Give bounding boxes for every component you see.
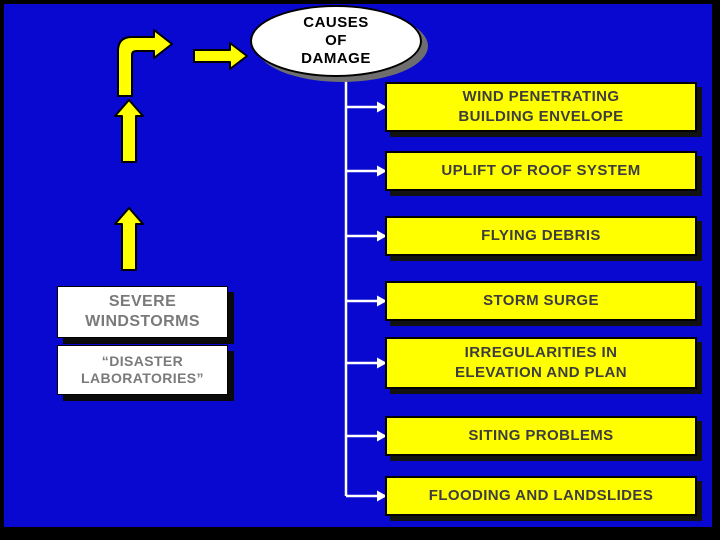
severe-windstorms-box: SEVERE WINDSTORMS	[57, 286, 228, 338]
cause-label: SITING PROBLEMS	[468, 426, 614, 444]
cause-label: IRREGULARITIES IN ELEVATION AND PLAN	[455, 343, 627, 381]
cause-box-flying-debris: FLYING DEBRIS	[385, 216, 697, 256]
cause-box-flooding-landslides: FLOODING AND LANDSLIDES	[385, 476, 697, 516]
cause-box-storm-surge: STORM SURGE	[385, 281, 697, 321]
cause-label: FLOODING AND LANDSLIDES	[428, 486, 654, 504]
causes-of-damage-ellipse: CAUSES OF DAMAGE	[250, 5, 422, 77]
up-arrow-icon-1	[114, 99, 144, 163]
severe-windstorms-label: SEVERE WINDSTORMS	[85, 293, 200, 330]
up-arrow-icon-2	[114, 207, 144, 271]
disaster-laboratories-box: “DISASTER LABORATORIES”	[57, 345, 228, 395]
cause-label: STORM SURGE	[483, 291, 599, 309]
cause-box-uplift-roof: UPLIFT OF ROOF SYSTEM	[385, 151, 697, 191]
cause-label: FLYING DEBRIS	[481, 226, 601, 244]
right-arrow-icon	[193, 42, 248, 70]
cause-label: WIND PENETRATING BUILDING ENVELOPE	[458, 87, 624, 125]
disaster-laboratories-label: “DISASTER LABORATORIES”	[81, 352, 204, 387]
cause-box-irregularities: IRREGULARITIES IN ELEVATION AND PLAN	[385, 337, 697, 389]
elbow-arrow-icon	[117, 29, 173, 97]
cause-label: UPLIFT OF ROOF SYSTEM	[441, 161, 641, 179]
cause-box-wind-penetrating: WIND PENETRATING BUILDING ENVELOPE	[385, 82, 697, 132]
cause-box-siting-problems: SITING PROBLEMS	[385, 416, 697, 456]
causes-of-damage-label: CAUSES OF DAMAGE	[301, 14, 371, 67]
